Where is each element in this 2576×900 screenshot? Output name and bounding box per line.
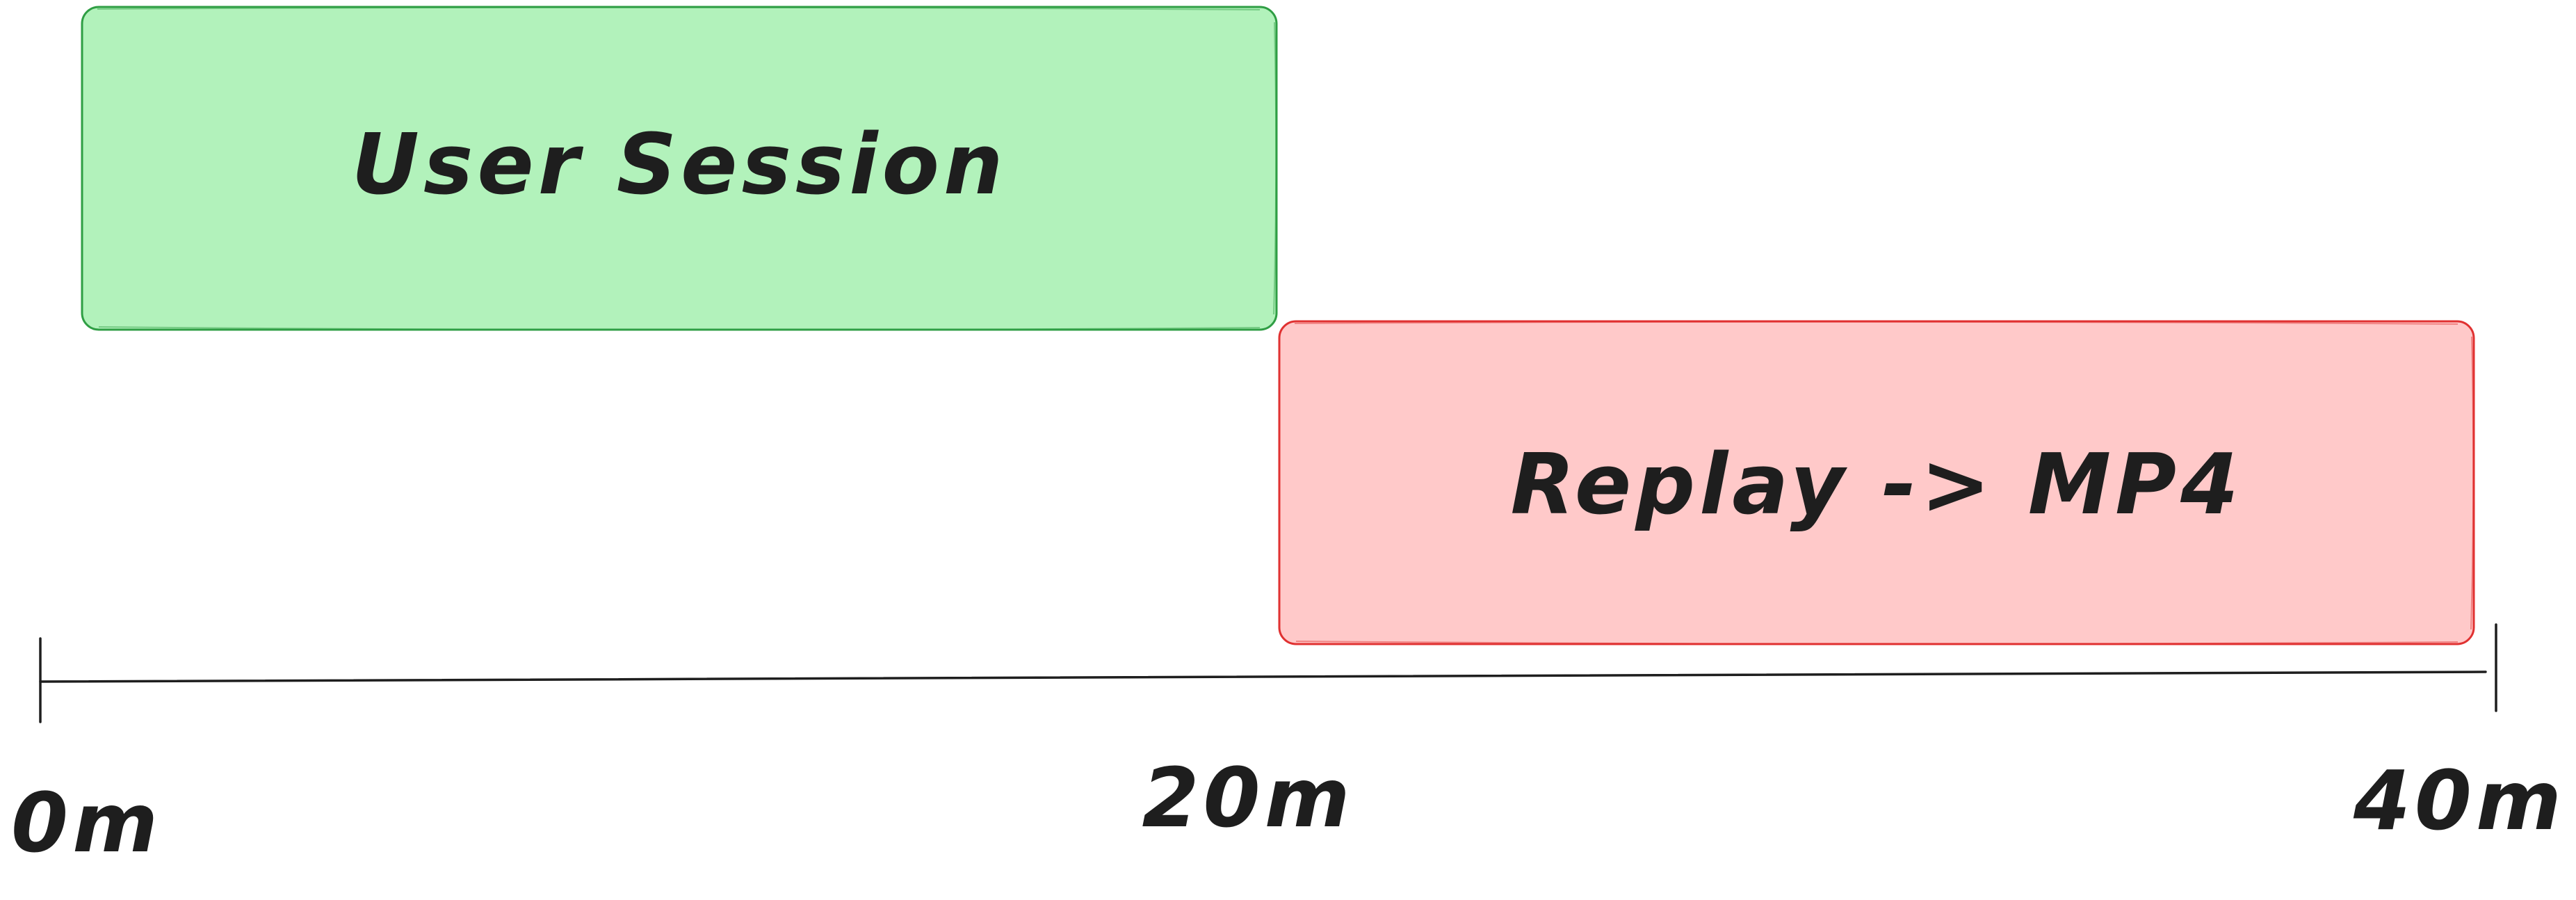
phase-replay-to-mp4-box bbox=[1278, 320, 2475, 645]
phase-user-session-box bbox=[81, 6, 1278, 331]
timeline-axis-line bbox=[39, 670, 2487, 683]
phase-user-session: User Session bbox=[81, 6, 1278, 331]
phase-replay-to-mp4: Replay -> MP4 bbox=[1278, 320, 2475, 645]
tick-label-40m: 40m bbox=[2353, 753, 2566, 849]
phase-user-session-label: User Session bbox=[352, 117, 1007, 214]
tick-label-0m: 0m bbox=[11, 775, 162, 871]
timeline-axis bbox=[39, 623, 2497, 723]
tick-label-20m: 20m bbox=[1142, 750, 1354, 846]
phase-replay-to-mp4-sketch-stroke bbox=[1294, 321, 2474, 645]
phase-user-session-sketch-stroke bbox=[97, 6, 1277, 331]
phase-replay-to-mp4-label: Replay -> MP4 bbox=[1510, 437, 2242, 533]
